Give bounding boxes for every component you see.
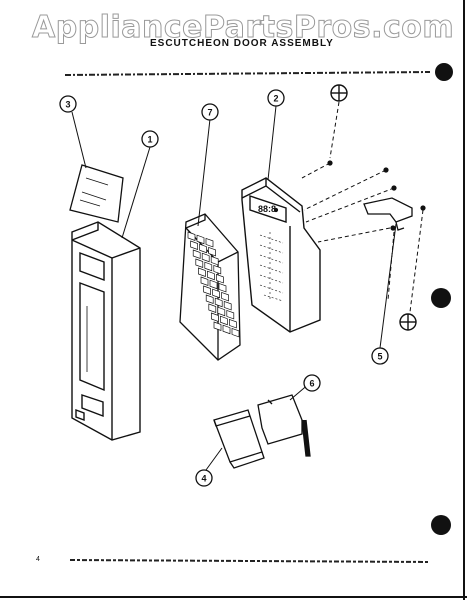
keypad-button [192, 249, 201, 259]
keypad-button [231, 327, 240, 338]
keypad-button [198, 267, 206, 277]
svg-text:2: 2 [273, 94, 278, 104]
bottom-rule [69, 559, 431, 563]
keypad-button [223, 300, 232, 311]
binding-hole-bottom [431, 515, 451, 535]
callout-6: 6 [303, 374, 321, 392]
keypad-button [229, 318, 237, 329]
control-display-readout: 88:8 [258, 204, 276, 214]
svg-text:1: 1 [147, 135, 152, 145]
keypad-button [214, 297, 223, 308]
keypad-button [222, 324, 231, 335]
assembly-guide-lines [301, 101, 424, 313]
keypad-button [213, 321, 222, 331]
keypad-button [209, 279, 218, 290]
screws [273, 160, 426, 231]
title-rule [64, 71, 431, 76]
keypad-button [196, 234, 205, 245]
keypad-buttons [187, 231, 240, 338]
part-4-handle [213, 409, 265, 469]
keypad-button [212, 288, 220, 299]
part-1-escutcheon [71, 221, 141, 441]
keypad-button [200, 276, 209, 286]
keypad-button [208, 246, 216, 257]
keypad-button [217, 306, 226, 317]
diagram-title: ESCUTCHEON DOOR ASSEMBLY [150, 38, 334, 49]
keypad-button [220, 315, 228, 326]
keypad-button [221, 291, 229, 302]
keypad-button [195, 258, 204, 268]
keypad-button [210, 255, 219, 266]
part-5-bracket [363, 197, 413, 231]
svg-text:3: 3 [65, 100, 70, 110]
keypad-button [207, 270, 215, 281]
keypad-button [216, 273, 224, 284]
keypad-button [190, 240, 198, 250]
callout-4: 4 [195, 469, 213, 487]
keypad-button [199, 243, 207, 254]
keypad-button [204, 261, 213, 272]
watermark-text: AppliancePartsPros.com [31, 10, 455, 46]
svg-text:7: 7 [207, 108, 212, 118]
callout-2: 2 [267, 89, 285, 107]
svg-text:4: 4 [201, 474, 206, 484]
keypad-button [208, 303, 217, 313]
keypad-button [226, 309, 235, 320]
callout-1: 1 [141, 130, 159, 148]
binding-hole-middle [431, 288, 451, 308]
page-number: 4 [36, 556, 40, 563]
binding-hole-top [435, 63, 453, 81]
keypad-button [205, 294, 214, 304]
keypad-button [203, 285, 211, 295]
keypad-button [211, 312, 219, 322]
callout-3: 3 [59, 95, 77, 113]
callout-7: 7 [201, 103, 219, 121]
keypad-button [213, 264, 222, 275]
screw-head-symbols [330, 84, 417, 331]
svg-text:5: 5 [377, 352, 382, 362]
keypad-button [218, 282, 227, 293]
callout-5: 5 [371, 347, 389, 365]
keypad-button [201, 252, 210, 263]
part-2-control-panel [241, 177, 321, 333]
keypad-button [187, 231, 196, 241]
svg-text:6: 6 [309, 379, 314, 389]
part-6-bracket [257, 394, 311, 457]
part-3-window [69, 164, 124, 223]
keypad-button [205, 237, 214, 248]
